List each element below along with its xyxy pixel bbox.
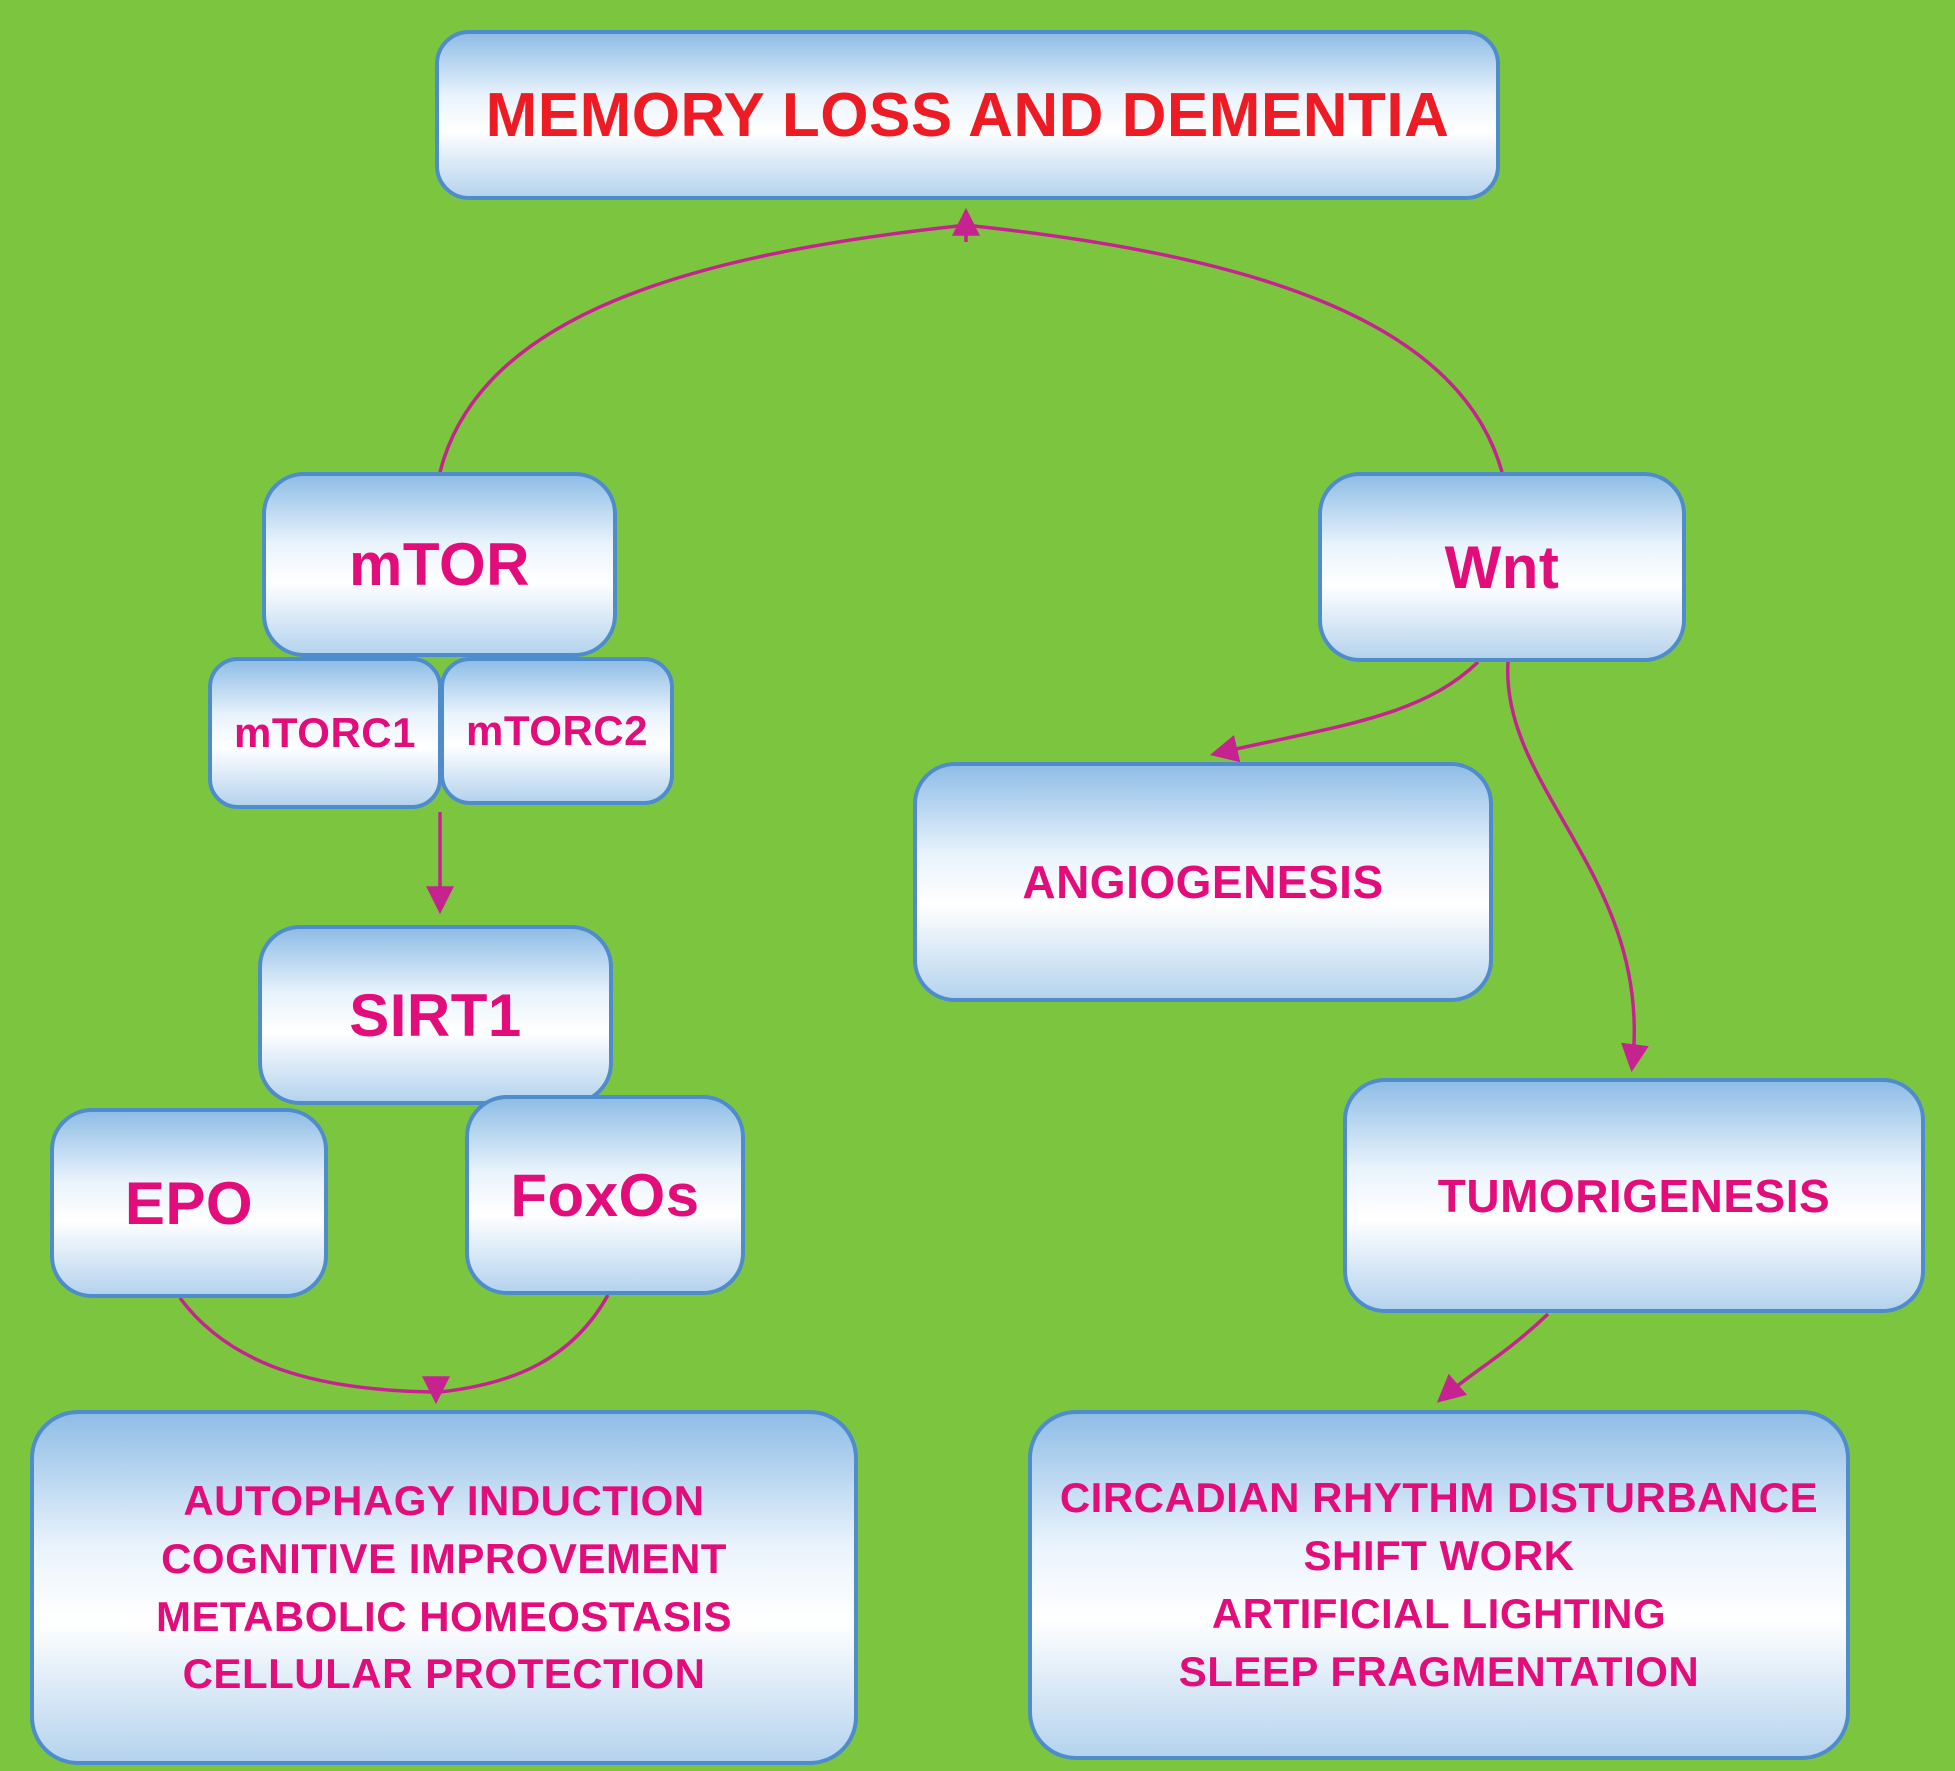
node-mtorc2: mTORC2 (440, 657, 674, 805)
outcome-line: COGNITIVE IMPROVEMENT (161, 1534, 727, 1582)
node-mtorc1: mTORC1 (208, 657, 442, 809)
node-label: mTOR (349, 531, 530, 598)
node-label: TUMORIGENESIS (1437, 1169, 1831, 1222)
node-label: MEMORY LOSS AND DEMENTIA (485, 80, 1450, 150)
node-label: EPO (124, 1169, 254, 1237)
outcome-line: SHIFT WORK (1303, 1532, 1575, 1580)
arrow-mtor-to-title (438, 224, 959, 473)
outcome-line: AUTOPHAGY INDUCTION (183, 1476, 705, 1524)
node-mtor: mTOR (262, 472, 617, 657)
outcome-line: SLEEP FRAGMENTATION (1178, 1647, 1700, 1695)
arrow-wnt-to-tumorigenesis (1506, 661, 1649, 1073)
outcome-line: CIRCADIAN RHYTHM DISTURBANCE (1059, 1474, 1819, 1522)
node-wnt: Wnt (1318, 472, 1686, 662)
node-epo: EPO (50, 1108, 328, 1298)
arrow-wnt-to-title (973, 224, 1504, 473)
node-label: SIRT1 (349, 981, 522, 1049)
arrow-foxos-to-autophagy (439, 1294, 610, 1394)
node-circadian-outcomes: CIRCADIAN RHYTHM DISTURBANCE SHIFT WORK … (1028, 1410, 1850, 1760)
node-label: mTORC2 (466, 707, 648, 754)
outcome-line: METABOLIC HOMEOSTASIS (156, 1592, 732, 1640)
outcome-line: ARTIFICIAL LIGHTING (1211, 1590, 1667, 1637)
node-label: ANGIOGENESIS (1022, 856, 1384, 908)
node-label: Wnt (1444, 533, 1560, 601)
arrow-epo-to-autophagy (178, 1296, 433, 1394)
node-memory-loss-and-dementia: MEMORY LOSS AND DEMENTIA (435, 30, 1500, 200)
node-label: mTORC1 (234, 709, 416, 756)
arrow-wnt-to-angiogenesis (1209, 660, 1480, 763)
node-angiogenesis: ANGIOGENESIS (913, 762, 1493, 1002)
arrow-tumorigenesis-to-circadian (1436, 1312, 1550, 1403)
node-autophagy-outcomes: AUTOPHAGY INDUCTION COGNITIVE IMPROVEMEN… (30, 1410, 858, 1765)
node-foxos: FoxOs (465, 1095, 745, 1295)
node-label: FoxOs (510, 1161, 700, 1229)
node-tumorigenesis: TUMORIGENESIS (1343, 1078, 1925, 1313)
node-sirt1: SIRT1 (258, 925, 613, 1105)
outcome-line: CELLULAR PROTECTION (182, 1650, 706, 1698)
